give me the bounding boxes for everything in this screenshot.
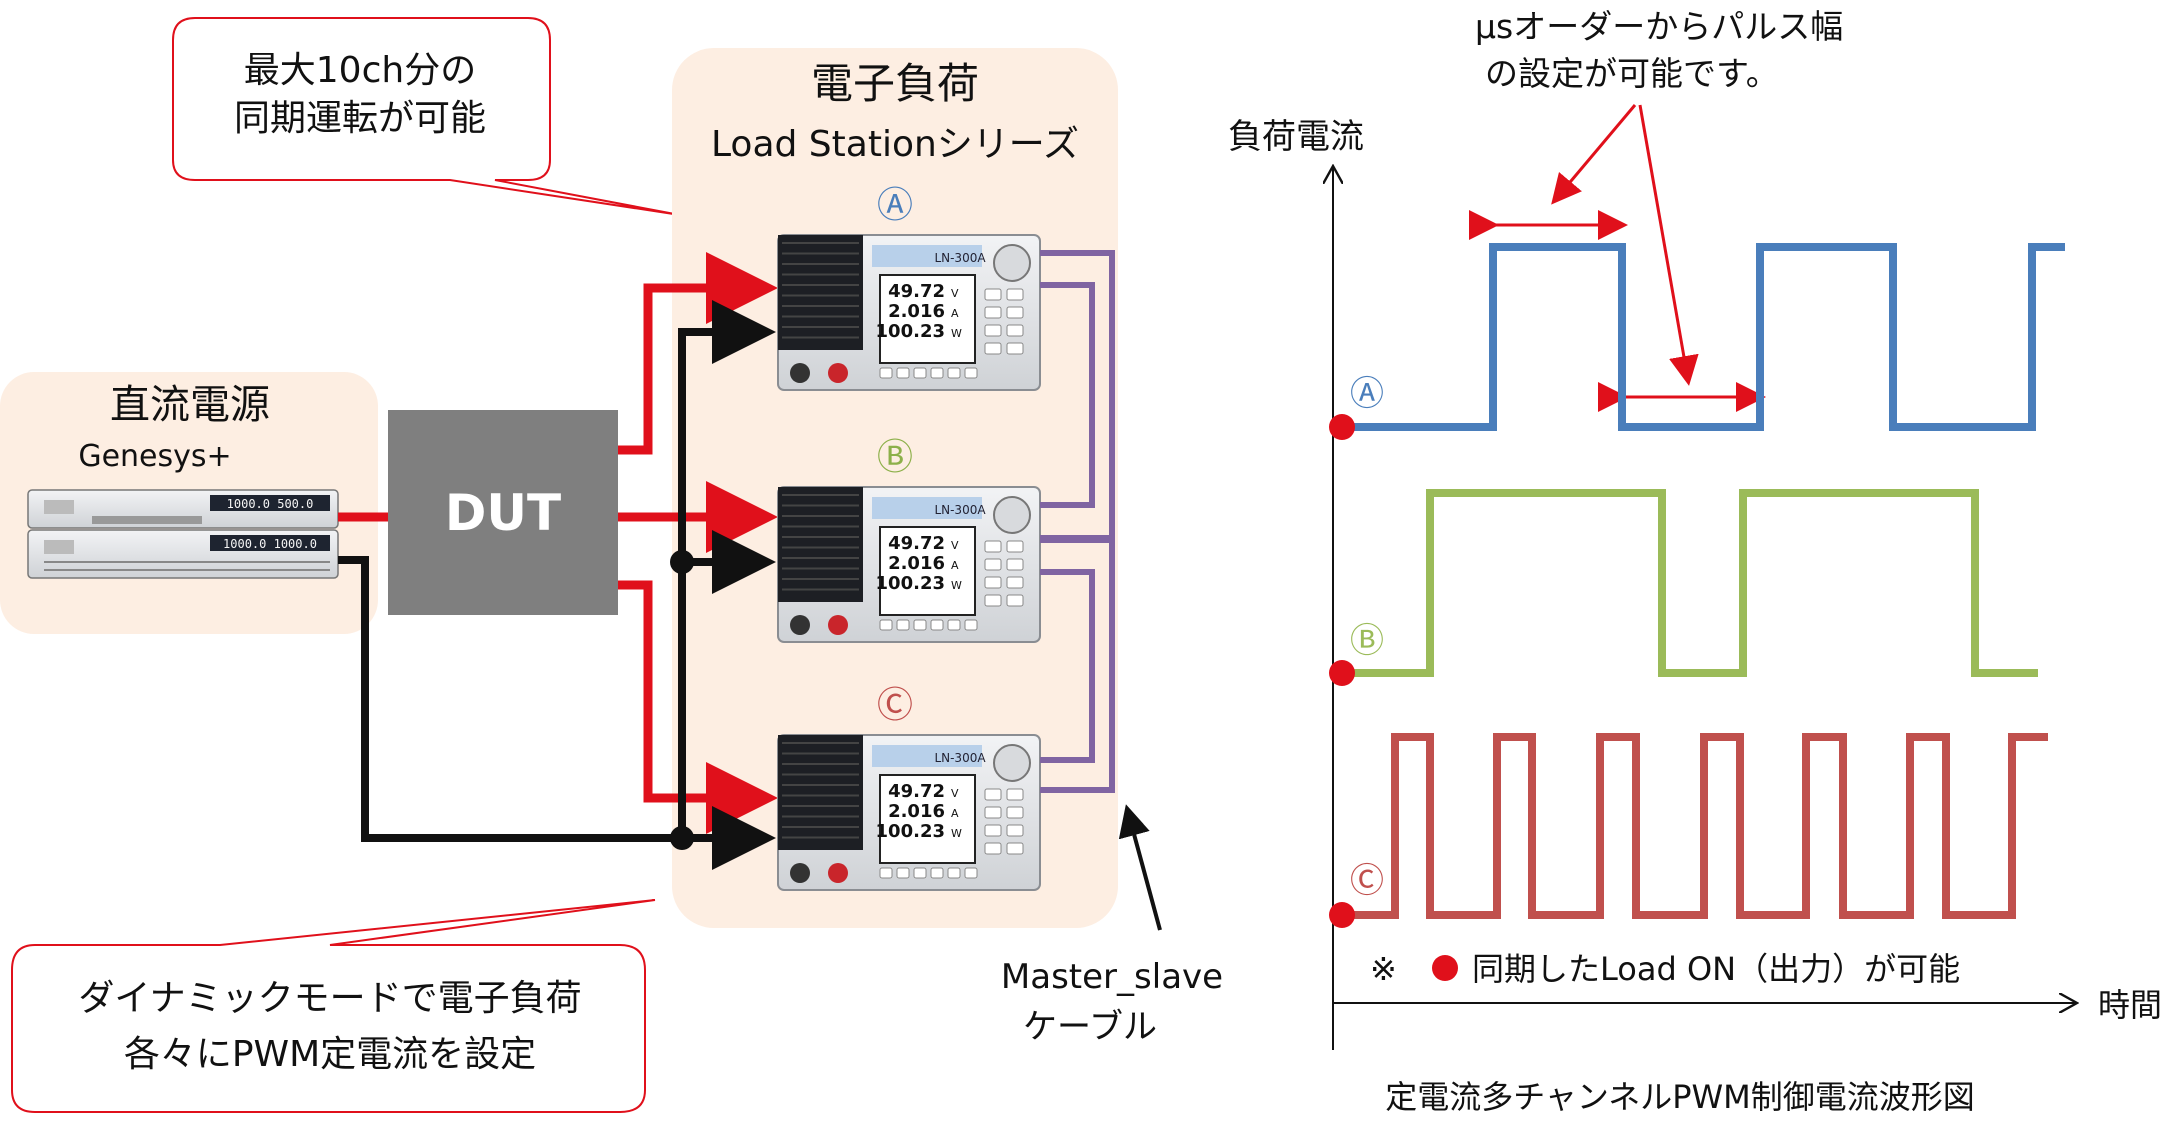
electronic-load-1: Ⓑ LN-300A 49.72 V 2.016 A 100.23 W: [777, 437, 1041, 643]
power-supply-unit-top: 1000.0 500.0: [27, 489, 339, 529]
load-marker: Ⓐ: [877, 185, 913, 226]
waveform-marker-b: Ⓑ: [1350, 621, 1384, 661]
load-model-badge: [872, 745, 982, 767]
power-supply-block: 直流電源 Genesys+ 1000.0 500.0 1000.0 1000.0: [0, 372, 378, 634]
master-slave-cables: [1040, 250, 1115, 793]
load-vent-grille: [778, 235, 863, 350]
waveforms: Ⓐ Ⓑ Ⓒ: [1329, 243, 2065, 928]
load-vent-grille: [778, 735, 863, 850]
dut-block: DUT: [388, 410, 618, 615]
load-knob: [993, 496, 1031, 534]
cable-label-line1: Master_slave: [1001, 957, 1223, 997]
sync-note-prefix: ※: [1370, 950, 1397, 988]
load-model-badge: [872, 245, 982, 267]
junction-dot-c: [670, 826, 694, 850]
load-reading-a: 2.016: [888, 801, 945, 822]
power-supply-title: 直流電源: [110, 382, 270, 428]
callout-dynamic-mode: ダイナミックモードで電子負荷 各々にPWM定電流を設定: [11, 899, 656, 1113]
load-unit-w: W: [951, 579, 962, 592]
load-unit-w: W: [951, 327, 962, 340]
callout-top-line1: 最大10ch分の: [244, 50, 476, 91]
waveform-b: [1347, 489, 2038, 677]
pulse-note-line2: の設定が可能です。: [1485, 54, 1779, 93]
load-terminal-positive: [828, 863, 848, 883]
load-vent-grille: [778, 487, 863, 602]
dut-label: DUT: [445, 484, 561, 542]
waveform-caption: 定電流多チャンネルPWM制御電流波形図: [1385, 1078, 1975, 1116]
pulse-note-arrow-left: [1551, 104, 1637, 205]
y-axis-label: 負荷電流: [1228, 117, 1364, 157]
load-model-badge: [872, 497, 982, 519]
electronic-load-0: Ⓐ LN-300A 49.72 V 2.016 A 100.23 W: [777, 185, 1041, 391]
power-supply-bottom-display: 1000.0 1000.0: [223, 537, 317, 551]
electronic-load-2: Ⓒ LN-300A 49.72 V 2.016 A 100.23 W: [777, 685, 1041, 891]
load-group-title: 電子負荷: [811, 59, 979, 108]
cable-label-arrow: [1118, 804, 1162, 931]
load-unit-a: A: [951, 307, 959, 320]
waveform-a: [1347, 243, 2065, 431]
load-knob: [993, 744, 1031, 782]
load-terminal-positive: [828, 615, 848, 635]
load-terminal-negative: [790, 615, 810, 635]
pulse-note-arrow-right: [1638, 104, 1699, 386]
x-axis-label: 時間: [2098, 986, 2162, 1024]
waveform-start-dot-b: [1329, 660, 1355, 686]
callout-bottom-line2: 各々にPWM定電流を設定: [124, 1034, 536, 1075]
load-display: [879, 774, 976, 864]
load-terminal-negative: [790, 863, 810, 883]
load-group-subtitle: Load Stationシリーズ: [711, 124, 1079, 165]
power-supply-top-display: 1000.0 500.0: [227, 497, 314, 511]
callout-bottom-line1: ダイナミックモードで電子負荷: [78, 978, 581, 1019]
load-unit-v: V: [951, 287, 959, 300]
waveform-start-dot-c: [1329, 902, 1355, 928]
load-reading-w: 100.23: [876, 321, 945, 342]
load-marker: Ⓒ: [877, 685, 913, 726]
psu-negative-wire: [338, 556, 680, 842]
load-unit-v: V: [951, 539, 959, 552]
load-display: [879, 274, 976, 364]
waveform-marker-c: Ⓒ: [1350, 861, 1384, 901]
sync-note-text: 同期したLoad ON（出力）が可能: [1472, 950, 1960, 988]
sync-note-dot: [1432, 955, 1458, 981]
dut-positive-wires: [618, 252, 778, 834]
waveform-c: [1347, 733, 2048, 919]
waveform-graph: 負荷電流 時間 μsオーダーからパルス幅 の設定が可能です。 Ⓐ Ⓑ Ⓒ ※ 同期し…: [1228, 7, 2162, 1116]
load-reading-w: 100.23: [876, 821, 945, 842]
load-unit-a: A: [951, 807, 959, 820]
load-reading-a: 2.016: [888, 553, 945, 574]
load-reading-v: 49.72: [888, 281, 945, 302]
load-model-label: LN-300A: [934, 751, 986, 765]
callout-sync-capacity: 最大10ch分の 同期運転が可能: [172, 17, 681, 216]
load-reading-w: 100.23: [876, 573, 945, 594]
load-reading-v: 49.72: [888, 533, 945, 554]
load-model-label: LN-300A: [934, 251, 986, 265]
junction-dot-b: [670, 550, 694, 574]
load-unit-w: W: [951, 827, 962, 840]
load-knob: [993, 244, 1031, 282]
load-model-label: LN-300A: [934, 503, 986, 517]
callout-top-line2: 同期運転が可能: [234, 98, 486, 139]
load-terminal-positive: [828, 363, 848, 383]
pulse-note-line1: μsオーダーからパルス幅: [1475, 7, 1843, 46]
load-unit-a: A: [951, 559, 959, 572]
load-reading-v: 49.72: [888, 781, 945, 802]
power-supply-unit-bottom: 1000.0 1000.0: [27, 529, 339, 579]
waveform-marker-a: Ⓐ: [1350, 374, 1384, 414]
load-reading-a: 2.016: [888, 301, 945, 322]
load-terminal-negative: [790, 363, 810, 383]
load-unit-v: V: [951, 787, 959, 800]
waveform-start-dot-a: [1329, 414, 1355, 440]
power-supply-model: Genesys+: [78, 439, 231, 474]
load-marker: Ⓑ: [877, 437, 913, 478]
cable-label-line2: ケーブル: [1023, 1007, 1157, 1047]
load-display: [879, 526, 976, 616]
